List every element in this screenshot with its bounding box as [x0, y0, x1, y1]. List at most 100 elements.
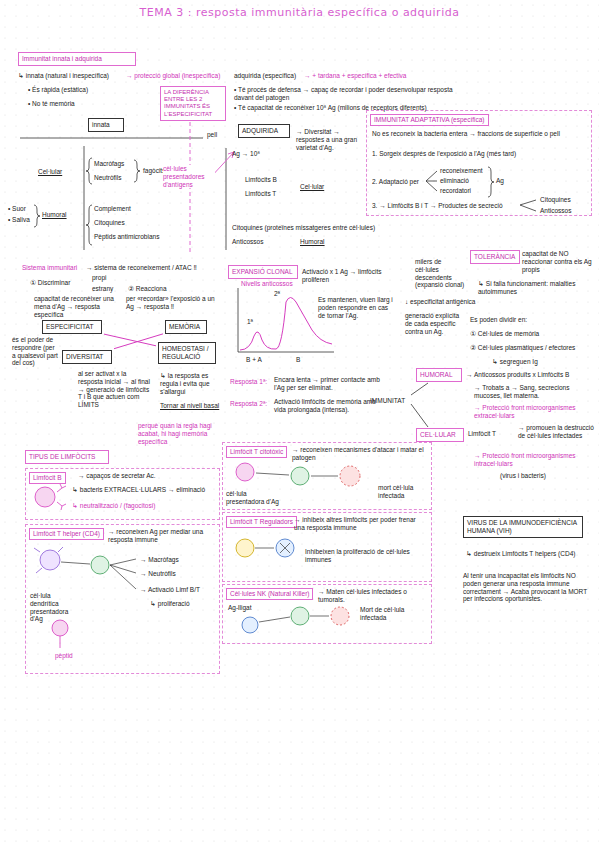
note-text: 1. Sorgeix després de l'exposició a l'Ag… — [372, 150, 587, 158]
note-text: Cel·lular — [38, 168, 62, 176]
heading-box: HUMORAL — [416, 368, 462, 382]
cell-drawing — [255, 543, 290, 553]
note-text: 1ª — [247, 318, 253, 326]
note-text: cèl·lula presentadora d'Ag — [226, 490, 282, 506]
note-text: → Diversitat → respostes a una gran vari… — [296, 128, 362, 151]
note-text: ↳ destrueix Limfòcits T helpers (CD4) — [466, 550, 588, 558]
note-text: → Anticossos produïts x Limfòcits B — [466, 371, 569, 379]
note-text: Humoral — [300, 238, 325, 246]
note-text: → Activació Limf B/T — [140, 586, 200, 594]
note-text: ② Reacciona — [128, 285, 167, 293]
note-text: cèl·lula dendrítica presentadora d'Ag — [30, 592, 80, 623]
heading-box: TIPUS DE LIMFÒCITS — [25, 450, 109, 464]
note-text: B — [296, 356, 300, 364]
note-text: • Té capacitat de reconèixer 10⁸ Ag (mil… — [234, 104, 469, 112]
bracket-line — [488, 167, 494, 197]
note-text: ↳ innata (natural i inespecífica) — [18, 72, 109, 80]
cell-drawing — [52, 620, 68, 636]
note-text: per «recordar» l'exposició a un Ag → res… — [126, 295, 216, 311]
note-text: Ag-lligat — [228, 604, 251, 612]
note-text: Al tenir una incapacitat els limfòcits N… — [463, 572, 593, 603]
note-text: Es mantenen, viuen llarg i poden respond… — [318, 296, 396, 319]
topic-box: innata — [88, 118, 124, 132]
cell-drawing — [34, 463, 360, 648]
node-text: Limfòcit T citotòxic — [226, 446, 287, 458]
heading-box: TOLERÀNCIA — [470, 250, 520, 264]
note-text: Sistema immunitari — [22, 264, 77, 272]
node-text: LA DIFERÈNCIA ENTRE LES 2 IMMUNITATS ÉS … — [164, 89, 222, 118]
note-text: B + A — [246, 356, 262, 364]
node-text: TOLERÀNCIA — [474, 253, 516, 261]
note-text: • Suor — [8, 205, 26, 213]
note-text: mort cèl·lula infectada — [378, 484, 426, 500]
note-text: milers de cèl·lules descendents (expansi… — [415, 258, 465, 289]
node-text: Immunitat innata i adquirida — [22, 55, 132, 63]
note-text: → Protecció front microorganismes extrac… — [474, 404, 592, 420]
note-text: (virus i bacteris) — [500, 472, 546, 480]
note-text: → sistema de reconeixement / ATAC ‼ — [86, 264, 197, 272]
topic-box: ADQUIRIDA — [238, 124, 290, 138]
note-text: Humoral — [42, 211, 67, 219]
heading-box: EXPANSIÓ CLONAL — [228, 265, 298, 279]
note-text: ② Cèl·lules plasmàtiques / efectores — [470, 344, 592, 352]
bracket-line — [520, 200, 536, 211]
note-text: Activació x 1 Ag → limfòcits proliferen — [302, 268, 410, 284]
property-box: ESPECIFICITAT — [42, 320, 102, 334]
note-text: → reconeixen Ag per mediar una resposta … — [108, 528, 216, 544]
cell-drawing — [340, 466, 360, 486]
node-text: TIPUS DE LIMFÒCITS — [29, 453, 105, 461]
connector-line — [114, 334, 163, 349]
note-text: Tornar al nivell basal — [160, 402, 219, 410]
node-text: CEL·LULAR — [420, 431, 460, 439]
note-text: cèl·lules presentadores d'antígens — [163, 165, 215, 188]
cell-drawing — [236, 539, 254, 557]
note-text: ① Discriminar — [30, 279, 70, 287]
note-text: • Té procés de defensa → capaç de record… — [234, 86, 469, 102]
note-text: generació explícita de cada específic co… — [405, 312, 467, 335]
note-text: ↳ la resposta es regula i evita que s'al… — [160, 372, 228, 395]
bracket-line — [20, 138, 536, 427]
node-text: VIRUS DE LA IMMUNODEFICIÈNCIA HUMANA (VI… — [467, 519, 579, 535]
note-text: ① Cèl·lules de memòria — [470, 330, 539, 338]
cell-drawing — [291, 607, 309, 625]
cell-drawing — [35, 487, 55, 507]
note-text: Activació limfòcits de memòria amb vida … — [274, 398, 386, 414]
property-box: HOMEOSTASI / REGULACIÓ — [158, 342, 216, 364]
note-text: Mort de cèl·lula infectada — [360, 606, 422, 622]
note-text: Macròfags — [94, 160, 124, 168]
node-text: IMMUNITAT ADAPTATIVA (específica) — [370, 114, 489, 126]
note-text: Limfòcits B — [245, 176, 277, 184]
note-text: → Macròfags — [140, 556, 179, 564]
note-text: Limfòcits T — [245, 190, 276, 198]
note-text: Anticossos — [232, 238, 263, 246]
note-text: Ag — [496, 177, 504, 185]
note-text: Neutròfils — [94, 174, 121, 182]
bracket-line — [20, 138, 203, 139]
note-text: • És ràpida (estàtica) — [28, 86, 88, 94]
note-text: Resposta 2ª: — [230, 400, 267, 408]
note-text: capacitat de NO reaccionar contra els Ag… — [522, 250, 594, 273]
note-text: ↓ especificitat antigènica — [405, 298, 475, 306]
section-box: Limfòcit T helper (CD4) — [25, 524, 220, 674]
cell-drawing — [34, 547, 63, 573]
node-text: Limfòcit T helper (CD4) — [29, 528, 104, 540]
note-text: Citoquines (proteïnes missatgeres entre … — [232, 224, 375, 232]
note-text: 2. Adaptació per — [372, 178, 419, 186]
note-text: → Neutròfils — [140, 570, 176, 578]
heading-box: CEL·LULAR — [416, 428, 464, 442]
note-text: → Protecció front microorganismes intrac… — [474, 452, 592, 468]
note-text: Citoquines — [540, 196, 571, 204]
note-text: ↳ Si falla funcionament: malalties autoi… — [478, 280, 593, 296]
note-text: Limfòcit T — [468, 430, 496, 438]
note-text: • Saliva — [8, 216, 30, 224]
note-text: és el poder de respondre (per a qualsevo… — [12, 336, 60, 367]
note-text: IMMUNITAT — [370, 397, 405, 405]
note-text: recordatori — [440, 187, 471, 195]
note-text: 2ª — [274, 290, 280, 298]
note-text: 3. → Limfòcits B i T → Productes de secr… — [372, 202, 503, 210]
bracket-line — [226, 148, 227, 250]
note-text: capacitat de reconèixer una mena d'Ag → … — [34, 295, 122, 318]
node-text: ADQUIRIDA — [242, 127, 286, 135]
note-text: ↳ bacteris EXTRACEL·LULARS → eliminació — [72, 486, 205, 494]
